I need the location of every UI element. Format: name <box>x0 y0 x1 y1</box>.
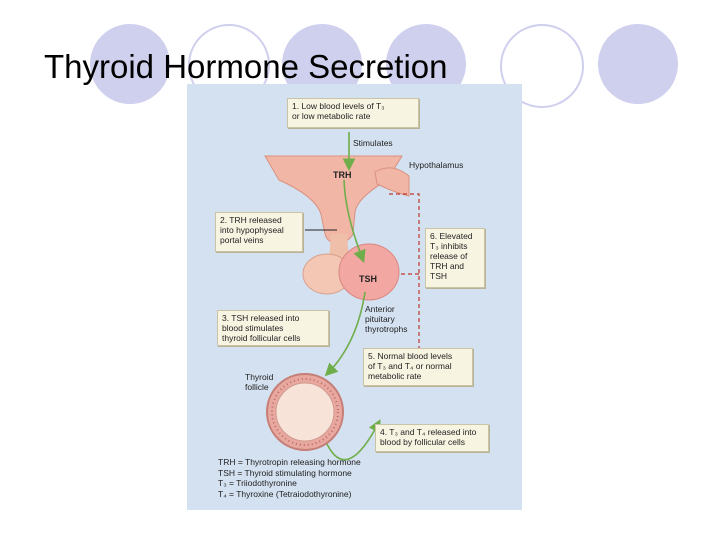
step-6-box: 6. Elevated T₃ inhibits release of TRH a… <box>425 228 485 288</box>
abbreviation-legend: TRH = Thyrotropin releasing hormone TSH … <box>218 457 361 499</box>
step-4-box: 4. T₃ and T₄ released into blood by foll… <box>375 424 489 452</box>
label-thyroid-follicle: Thyroid follicle <box>245 372 273 392</box>
label-stimulates: Stimulates <box>353 138 393 148</box>
label-trh: TRH <box>333 170 352 180</box>
step-5-box: 5. Normal blood levels of T₃ and T₄ or n… <box>363 348 473 386</box>
step-2-box: 2. TRH released into hypophyseal portal … <box>215 212 303 252</box>
pituitary-gland <box>339 244 399 300</box>
hypothalamus-lobe <box>375 168 409 196</box>
decor-circle-4 <box>598 24 678 104</box>
thyroid-feedback-figure: 1. Low blood levels of T₃ or low metabol… <box>187 84 522 510</box>
step-1-box: 1. Low blood levels of T₃ or low metabol… <box>287 98 419 128</box>
slide-title: Thyroid Hormone Secretion <box>44 48 448 86</box>
label-hypothalamus: Hypothalamus <box>409 160 463 170</box>
label-anterior-pituitary: Anterior pituitary thyrotrophs <box>365 304 408 334</box>
label-tsh: TSH <box>359 274 377 284</box>
step-3-box: 3. TSH released into blood stimulates th… <box>217 310 329 346</box>
arrow-tsh <box>327 292 365 374</box>
follicle-inner <box>276 383 334 441</box>
